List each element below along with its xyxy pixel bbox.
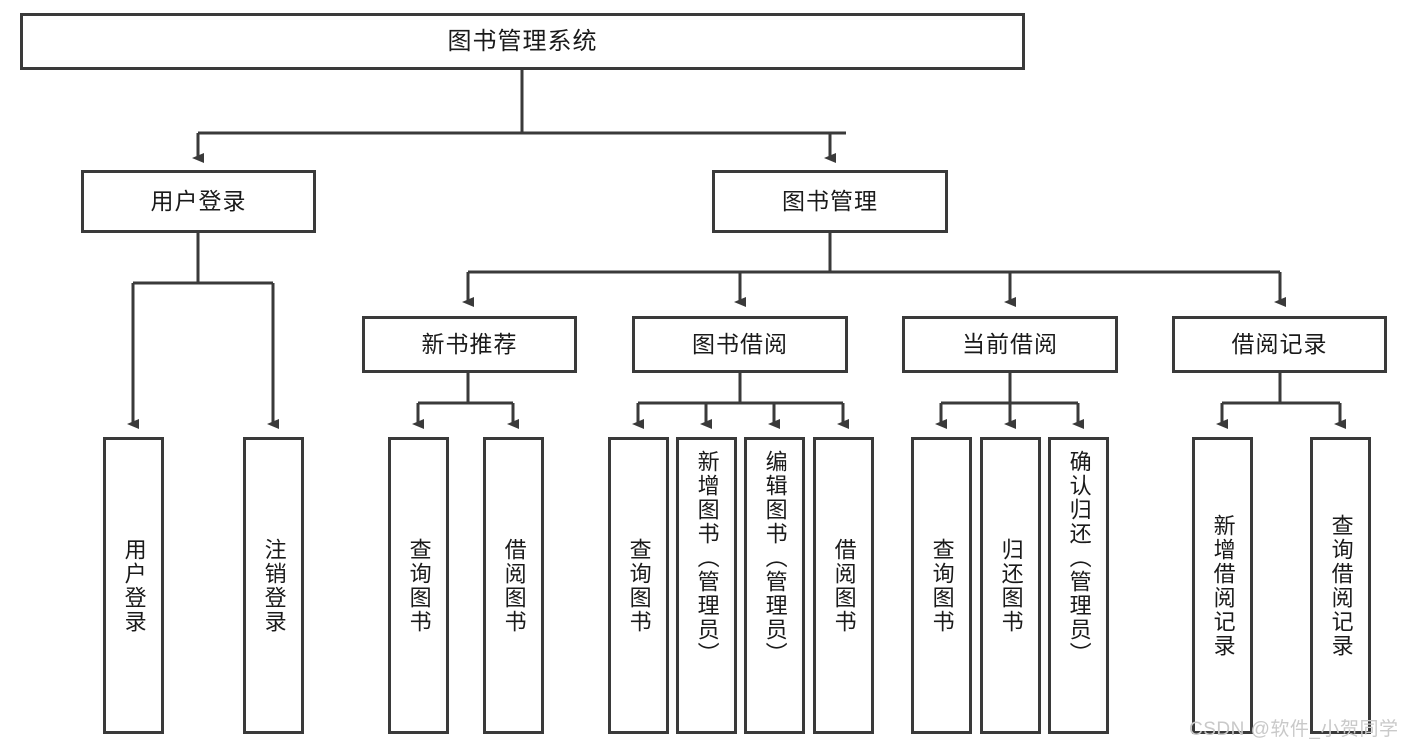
leaf-current-borrow-confirm-label: 确认归还（管理员） [1066,450,1092,666]
leaf-book-borrow-query-label: 查询图书 [626,537,652,634]
leaf-book-borrow-edit-label: 编辑图书（管理员） [762,450,788,666]
leaf-book-borrow-add-label: 新增图书（管理员） [694,450,720,666]
leaf-book-borrow-edit[interactable]: 编辑图书（管理员） [744,437,805,734]
leaf-borrow-record-add[interactable]: 新增借阅记录 [1192,437,1253,734]
watermark-text: CSDN @软件_小贺同学 [1189,719,1399,740]
node-borrow-record[interactable]: 借阅记录 [1172,316,1387,373]
leaf-borrow-record-add-label: 新增借阅记录 [1210,513,1236,658]
leaf-book-borrow-borrow-label: 借阅图书 [831,537,857,634]
node-book-management-label: 图书管理 [782,188,878,215]
leaf-borrow-record-query-label: 查询借阅记录 [1328,513,1354,658]
node-book-borrow[interactable]: 图书借阅 [632,316,848,373]
leaf-current-borrow-return-label: 归还图书 [998,537,1024,634]
node-user-login[interactable]: 用户登录 [81,170,316,233]
leaf-user-login-login-label: 用户登录 [121,537,147,634]
leaf-user-login-logout[interactable]: 注销登录 [243,437,304,734]
leaf-user-login-logout-label: 注销登录 [261,537,287,634]
node-current-borrow[interactable]: 当前借阅 [902,316,1118,373]
leaf-current-borrow-confirm[interactable]: 确认归还（管理员） [1048,437,1109,734]
node-root-label: 图书管理系统 [447,27,598,55]
leaf-borrow-record-query[interactable]: 查询借阅记录 [1310,437,1371,734]
node-user-login-label: 用户登录 [150,188,247,215]
leaf-new-book-query-label: 查询图书 [406,537,432,634]
node-current-borrow-label: 当前借阅 [962,331,1058,358]
node-book-borrow-label: 图书借阅 [692,331,788,358]
node-new-book-recommend-label: 新书推荐 [421,331,518,358]
leaf-user-login-login[interactable]: 用户登录 [103,437,164,734]
leaf-book-borrow-query[interactable]: 查询图书 [608,437,669,734]
node-borrow-record-label: 借阅记录 [1231,331,1328,358]
leaf-new-book-query[interactable]: 查询图书 [388,437,449,734]
leaf-current-borrow-query-label: 查询图书 [929,537,955,634]
leaf-book-borrow-add[interactable]: 新增图书（管理员） [676,437,737,734]
leaf-new-book-borrow[interactable]: 借阅图书 [483,437,544,734]
leaf-current-borrow-return[interactable]: 归还图书 [980,437,1041,734]
leaf-book-borrow-borrow[interactable]: 借阅图书 [813,437,874,734]
leaf-new-book-borrow-label: 借阅图书 [501,537,527,634]
node-root[interactable]: 图书管理系统 [20,13,1025,70]
node-new-book-recommend[interactable]: 新书推荐 [362,316,577,373]
leaf-current-borrow-query[interactable]: 查询图书 [911,437,972,734]
node-book-management[interactable]: 图书管理 [712,170,948,233]
